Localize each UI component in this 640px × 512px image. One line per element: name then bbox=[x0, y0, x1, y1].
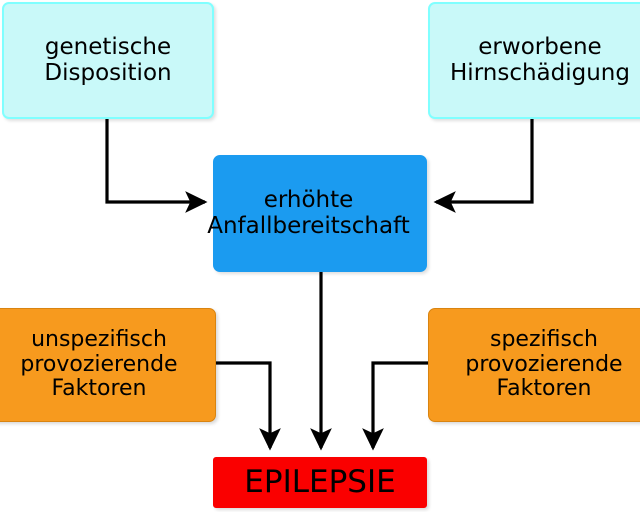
node-epilepsie[interactable]: EPILEPSIE bbox=[213, 457, 427, 508]
edge-unspecific-to-epilepsie bbox=[214, 361, 281, 451]
edge-specific-to-epilepsie bbox=[362, 361, 429, 451]
edge-acquired-to-threshold bbox=[433, 119, 534, 213]
node-epilepsie-label: EPILEPSIE bbox=[244, 464, 396, 501]
